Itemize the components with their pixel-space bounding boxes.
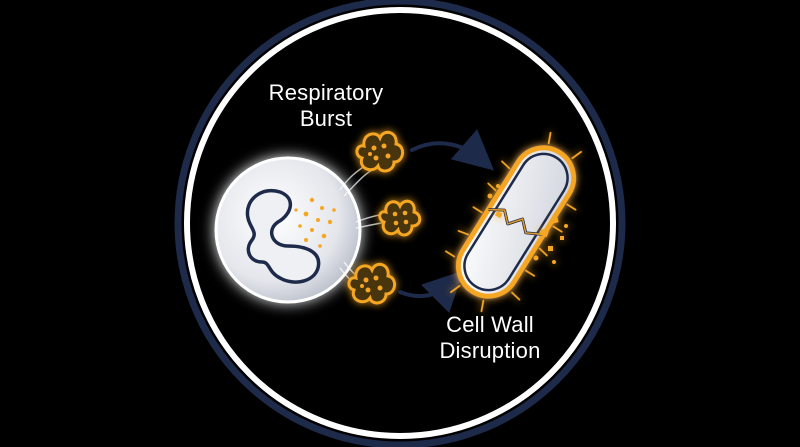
cell-wall-disruption-label: Cell Wall Disruption bbox=[410, 312, 570, 364]
debris bbox=[487, 184, 568, 264]
arrow-icon bbox=[410, 129, 495, 171]
arrow-icon bbox=[398, 270, 464, 314]
nucleus-icon bbox=[245, 188, 321, 284]
respiratory-burst-line-2: Burst bbox=[299, 106, 353, 131]
cell-wall-line-2: Disruption bbox=[439, 338, 541, 363]
cell-wall-line-1: Cell Wall bbox=[446, 312, 534, 337]
bacterium-icon bbox=[444, 131, 582, 313]
outer-ring bbox=[174, 0, 626, 447]
respiratory-burst-line-1: Respiratory bbox=[268, 80, 384, 105]
phagocyte-cell-icon bbox=[214, 156, 362, 304]
granules bbox=[294, 197, 336, 248]
respiratory-burst-label: Respiratory Burst bbox=[246, 80, 406, 132]
ros-cluster-icon bbox=[347, 130, 422, 305]
